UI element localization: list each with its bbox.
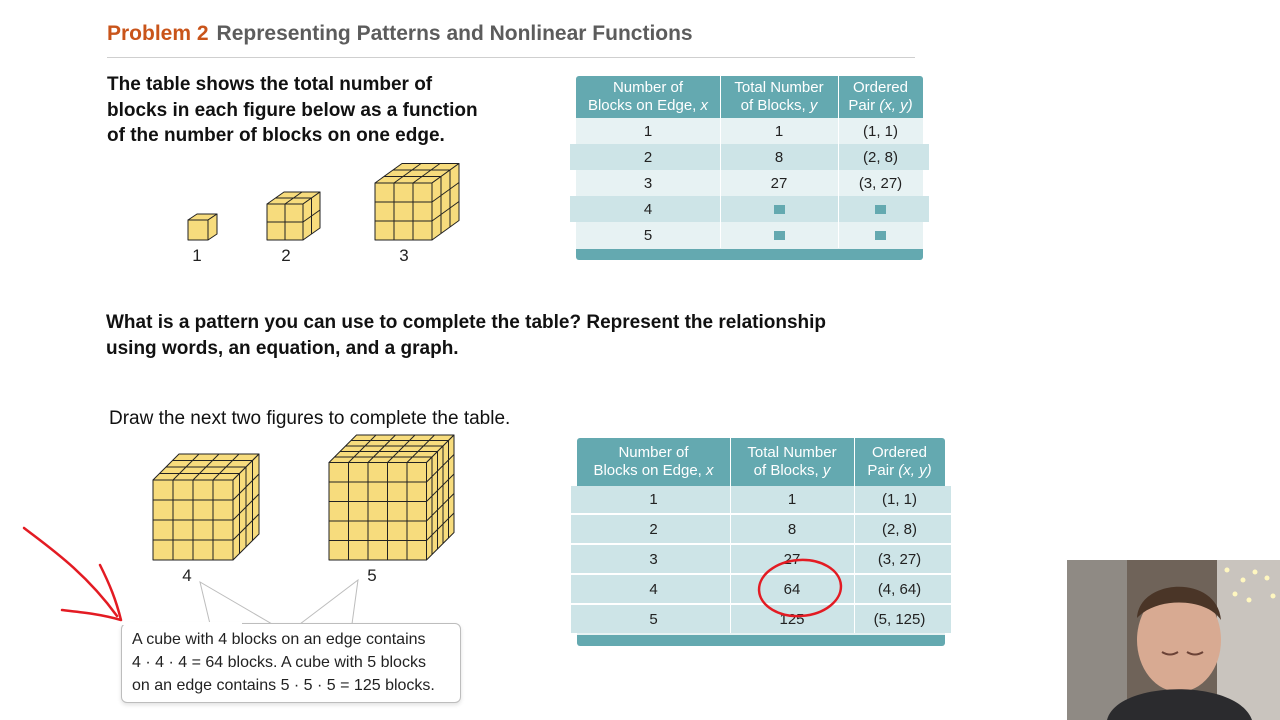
intro-line: The table shows the total number of	[107, 74, 433, 95]
table-row: 3 27 (3, 27)	[570, 170, 929, 196]
problem-heading: Problem 2 Representing Patterns and Nonli…	[107, 22, 693, 46]
cell-x: 1	[649, 491, 658, 508]
table-row: 5 125 (5, 125)	[571, 605, 951, 633]
cell-x: 5	[649, 610, 658, 628]
callout-line: 4 · 4 · 4 = 64 blocks. A cube with 5 blo…	[132, 654, 426, 671]
cell-y-blank	[720, 196, 838, 222]
cell-pair: (1, 1)	[881, 491, 917, 508]
cell-x: 3	[649, 550, 658, 568]
figure-label-3: 3	[399, 246, 409, 265]
problem-number: Problem 2	[107, 22, 209, 45]
cell-x: 1	[643, 122, 653, 140]
table-footer-bar	[577, 635, 945, 646]
problem-title: Representing Patterns and Nonlinear Func…	[216, 22, 693, 45]
cell-y: 125	[779, 610, 805, 628]
figure-label-4: 4	[182, 566, 192, 585]
cube-figure-4	[152, 453, 260, 561]
cell-x: 2	[649, 520, 658, 538]
callout-pointer-left	[199, 580, 274, 625]
cell-y: 27	[783, 550, 801, 568]
column-divider	[838, 76, 839, 248]
cell-pair: (3, 27)	[877, 550, 922, 568]
callout-line: A cube with 4 blocks on an edge contains	[132, 631, 426, 648]
column-divider	[854, 438, 855, 633]
cube-figure-5	[328, 434, 455, 561]
callout-pointer-right	[298, 578, 359, 625]
cell-y: 1	[787, 491, 797, 508]
red-ink-arrowhead	[60, 563, 123, 622]
figure-label-5: 5	[367, 566, 377, 585]
explanation-callout: A cube with 4 blocks on an edge contains…	[121, 623, 461, 703]
cell-x: 3	[643, 174, 653, 192]
cell-pair-blank	[838, 222, 923, 248]
cell-x: 2	[643, 148, 653, 166]
cell-x: 4	[643, 200, 653, 218]
table-row: 5	[570, 222, 929, 248]
callout-pointer-mask	[122, 622, 242, 625]
table-row: 3 27 (3, 27)	[571, 545, 951, 575]
cube-figure-3	[374, 163, 460, 241]
table-row: 4	[570, 196, 929, 222]
presenter-image	[1067, 560, 1280, 720]
cell-pair: (2, 8)	[862, 148, 898, 166]
cell-y-blank	[720, 222, 838, 248]
intro-line: blocks in each figure below as a functio…	[107, 99, 478, 121]
cube-figure-1	[187, 213, 218, 241]
cube-figure-2	[266, 191, 321, 241]
figure-label-2: 2	[281, 246, 291, 265]
question-line: using words, an equation, and a graph.	[106, 338, 459, 359]
title-divider	[107, 57, 915, 58]
table-row: 1 1 (1, 1)	[570, 118, 929, 144]
table-row: 2 8 (2, 8)	[570, 144, 929, 170]
cell-x: 5	[643, 226, 653, 244]
cell-pair: (4, 64)	[877, 580, 922, 598]
cell-y: 1	[774, 122, 784, 140]
table-footer-bar	[576, 249, 923, 260]
red-ink-arrow	[22, 526, 119, 618]
column-divider	[730, 438, 731, 633]
column-divider	[720, 76, 721, 248]
intro-paragraph: The table shows the total number of bloc…	[107, 72, 547, 149]
cell-pair: (3, 27)	[858, 174, 903, 192]
cell-pair: (5, 125)	[873, 610, 926, 628]
table-row: 4 64 (4, 64)	[571, 575, 951, 605]
cell-pair: (1, 1)	[862, 122, 898, 140]
callout-line: on an edge contains 5 · 5 · 5 = 125 bloc…	[132, 677, 435, 694]
answer-blank-box	[773, 230, 785, 240]
answer-blank-box	[875, 204, 886, 214]
question-text: What is a pattern you can use to complet…	[106, 310, 946, 362]
figure-label-1: 1	[192, 246, 202, 265]
answer-blank-box	[875, 230, 886, 240]
cell-x: 4	[649, 580, 658, 598]
cell-y: 8	[774, 148, 784, 166]
question-line: What is a pattern you can use to complet…	[106, 312, 827, 333]
cell-pair-blank	[838, 196, 923, 222]
instruction-text: Draw the next two figures to complete th…	[109, 408, 511, 429]
cell-pair: (2, 8)	[881, 520, 917, 538]
top-cube-figures	[187, 163, 460, 241]
bottom-cube-figures	[152, 434, 455, 561]
callout-pointers	[199, 578, 359, 625]
intro-line: of the number of blocks on one edge.	[107, 125, 445, 146]
cell-y: 64	[783, 580, 801, 598]
table-row: 1 1 (1, 1)	[571, 486, 951, 515]
table-row: 2 8 (2, 8)	[571, 515, 951, 545]
webcam-video-feed	[1067, 560, 1280, 720]
answer-blank-box	[773, 204, 785, 214]
cell-y: 8	[787, 520, 797, 538]
cell-y: 27	[770, 174, 788, 192]
